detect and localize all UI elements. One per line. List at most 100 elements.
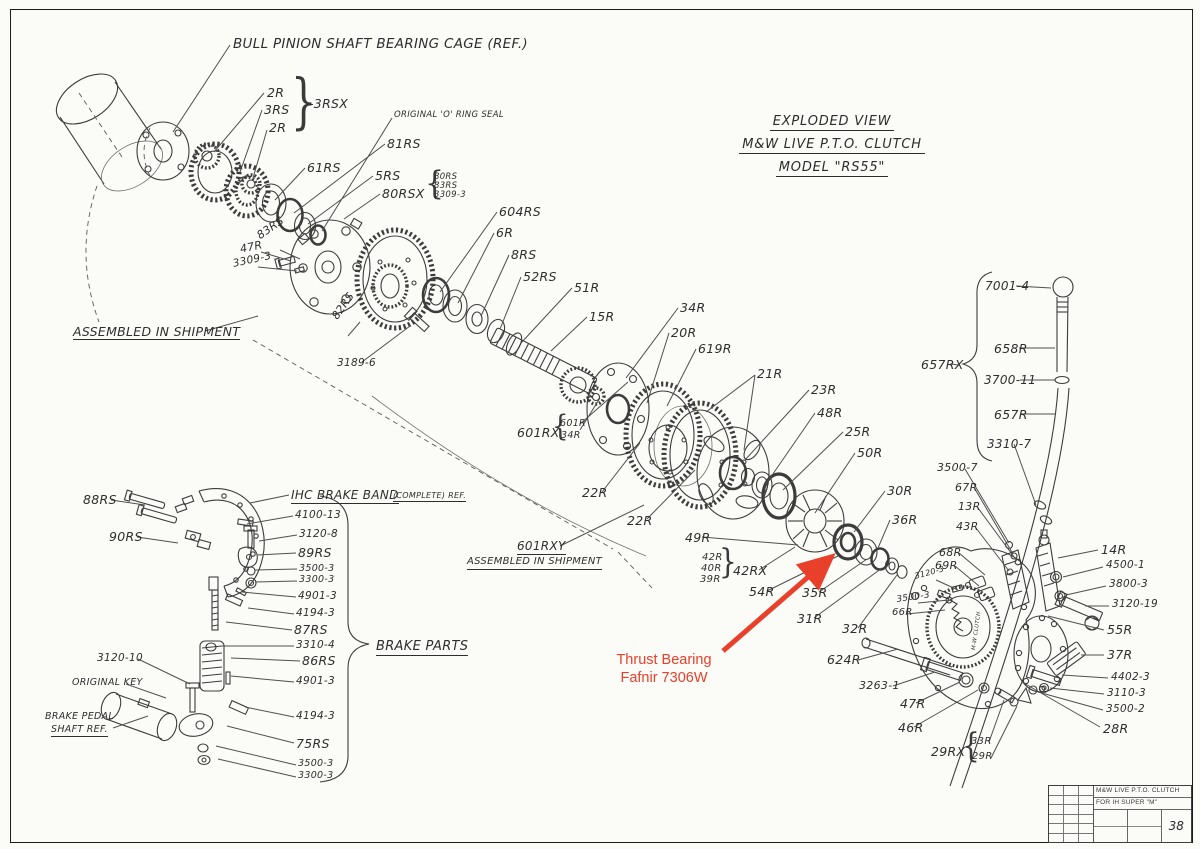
part-label: 75RS	[296, 736, 330, 751]
part-label: 88RS	[83, 492, 117, 507]
part-label: 6R	[496, 225, 514, 240]
part-label: 29R	[972, 751, 993, 762]
part-label: 15R	[589, 309, 615, 324]
part-label: 40R	[701, 563, 722, 574]
part-label: {	[425, 164, 445, 203]
part-label: 81RS	[387, 136, 421, 151]
title-block: M&W LIVE P.T.O. CLUTCH FOR IH SUPER "M" …	[1048, 785, 1192, 843]
part-label: 37R	[1107, 647, 1133, 662]
part-label: {	[962, 725, 981, 766]
part-label: 34R	[561, 430, 581, 441]
cover-plate-hardware	[861, 570, 1103, 707]
thrust-bearing-annotation: Thrust Bearing Fafnir 7306W	[585, 651, 743, 687]
part-label: 4500-1	[1106, 559, 1145, 571]
part-label: IHC BRAKE BAND	[291, 488, 399, 504]
part-label: 3RS	[264, 102, 290, 117]
part-label: 3300-3	[298, 770, 334, 781]
part-label: 4402-3	[1111, 671, 1150, 683]
leader-lines	[110, 44, 1109, 778]
part-label: 8RS	[511, 247, 537, 262]
part-label: 4901-3	[296, 675, 335, 687]
part-label: 658R	[994, 341, 1028, 356]
part-label: 3120-19	[1112, 598, 1158, 610]
part-label: 2R	[269, 120, 287, 135]
part-label: 657RX	[921, 357, 964, 372]
part-label: 4194-3	[296, 607, 335, 619]
part-label: BRAKE PEDAL	[45, 711, 115, 722]
part-label: 69R	[935, 559, 958, 572]
part-label: 43R	[956, 520, 979, 533]
part-label: -3RSX	[309, 96, 349, 111]
part-label: 42RX	[733, 563, 768, 578]
part-label: 2R	[267, 85, 285, 100]
part-label: 34R	[680, 300, 706, 315]
part-label: 25R	[845, 424, 871, 439]
part-label: 68R	[939, 546, 962, 559]
bearing-cage-plate	[274, 217, 436, 333]
part-label: 32R	[842, 621, 868, 636]
part-label: 80RS	[434, 172, 458, 182]
part-label: 3800-3	[1109, 578, 1148, 590]
housing-casting	[907, 529, 1061, 710]
part-label: 601RXY	[517, 539, 566, 555]
part-label: 49R	[685, 530, 711, 545]
part-label: 22R	[627, 513, 653, 528]
part-label: BULL PINION SHAFT BEARING CAGE (REF.)	[233, 36, 528, 52]
part-label: 3263-1	[859, 679, 900, 692]
brace-brake-parts	[319, 495, 370, 783]
part-label: 87RS	[294, 622, 328, 637]
part-label: }	[719, 541, 738, 582]
part-label: 80RSX	[382, 186, 425, 201]
annotation-line2: Fafnir 7306W	[620, 670, 708, 687]
part-label: 13R	[958, 500, 981, 513]
part-label: 657R	[994, 407, 1028, 422]
drawing-title-line2: M&W LIVE P.T.O. CLUTCH	[739, 137, 925, 154]
sheet-border	[10, 9, 1193, 843]
part-label: 4901-3	[298, 590, 337, 602]
seal-rings	[421, 276, 489, 335]
part-label: 67R	[955, 481, 978, 494]
part-label: 3310-4	[296, 639, 335, 651]
part-label: 51R	[574, 280, 600, 295]
part-label: 20R	[671, 325, 697, 340]
part-label: 47R	[900, 696, 926, 711]
revision-table	[1049, 786, 1094, 842]
part-label: 601R	[560, 418, 586, 429]
part-label: 90RS	[109, 529, 143, 544]
thrust-bearing-arrow	[721, 553, 836, 653]
part-label: 46R	[898, 720, 924, 735]
part-label: 50R	[857, 445, 883, 460]
input-coupling-group	[188, 141, 327, 246]
exploded-view-drawing	[55, 73, 1103, 789]
part-label: 55R	[1107, 622, 1133, 637]
part-label: }	[291, 67, 317, 137]
part-label: 601RX	[517, 425, 560, 440]
part-label: 31R	[797, 611, 823, 626]
part-label: (COMPLETE) REF.	[393, 491, 467, 503]
part-label: ASSEMBLED IN SHIPMENT	[73, 324, 241, 341]
part-label: 35R	[802, 585, 828, 600]
clutch-disc-stack	[586, 362, 797, 520]
part-label: 4194-3	[296, 710, 335, 722]
part-label: 21R	[757, 366, 783, 381]
part-label: 61RS	[307, 160, 341, 175]
sheet-number: 38	[1168, 819, 1184, 833]
part-label: 14R	[1101, 542, 1127, 557]
part-label: 23R	[811, 382, 837, 397]
part-label: 619R	[698, 341, 732, 356]
part-label: SHAFT REF.	[51, 724, 108, 737]
drawing-title: EXPLODED VIEW M&W LIVE P.T.O. CLUTCH MOD…	[722, 110, 942, 179]
part-label: 3120-10	[97, 652, 143, 664]
part-label: 3500-2	[1106, 703, 1145, 715]
part-label: BRAKE PARTS	[376, 639, 469, 656]
part-label: 3120-8	[299, 528, 338, 540]
part-label: 22R	[582, 485, 608, 500]
part-label: 5RS	[375, 168, 401, 183]
drawing-title-line1: EXPLODED VIEW	[769, 114, 895, 131]
part-label: 3310-7	[987, 437, 1032, 451]
part-label: 52RS	[523, 269, 557, 284]
part-label: ASSEMBLED IN SHIPMENT	[467, 556, 603, 570]
pto-shaft	[486, 318, 606, 406]
